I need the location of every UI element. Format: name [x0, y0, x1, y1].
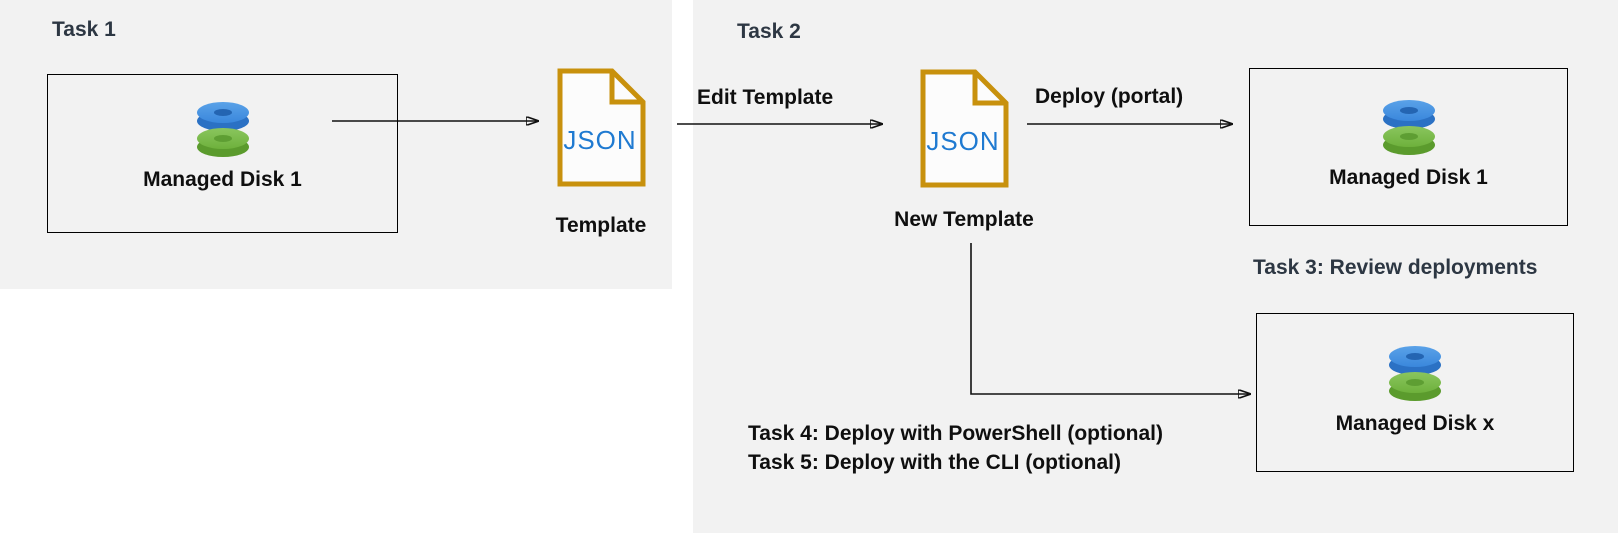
- managed-disk-icon: [196, 101, 250, 158]
- managed-disk-1-source-box: Managed Disk 1: [47, 74, 398, 233]
- managed-disk-1-label: Managed Disk 1: [1329, 166, 1488, 189]
- json-file-icon: JSON: [920, 69, 1009, 188]
- managed-disk-1-label: Managed Disk 1: [143, 167, 302, 191]
- edit-template-label: Edit Template: [697, 86, 834, 109]
- json-file-text: JSON: [926, 126, 999, 156]
- task3-heading: Task 3: Review deployments: [1253, 256, 1538, 279]
- task2-heading: Task 2: [737, 20, 801, 43]
- task1-heading: Task 1: [52, 18, 116, 41]
- new-template-caption: New Template: [894, 208, 1034, 231]
- managed-disk-icon: [1382, 100, 1436, 156]
- template-caption: Template: [555, 214, 647, 237]
- managed-disk-x-box: Managed Disk x: [1256, 313, 1574, 472]
- deploy-portal-label: Deploy (portal): [1035, 85, 1184, 108]
- task4-line: Task 4: Deploy with PowerShell (optional…: [748, 422, 1163, 445]
- json-file-text: JSON: [563, 125, 636, 155]
- managed-disk-1-deployed-box: Managed Disk 1: [1249, 68, 1568, 226]
- optional-tasks-text: Task 4: Deploy with PowerShell (optional…: [748, 419, 1163, 477]
- managed-disk-x-label: Managed Disk x: [1335, 411, 1495, 435]
- json-file-icon: JSON: [557, 68, 646, 187]
- task5-line: Task 5: Deploy with the CLI (optional): [748, 451, 1121, 474]
- managed-disk-icon: [1388, 345, 1442, 402]
